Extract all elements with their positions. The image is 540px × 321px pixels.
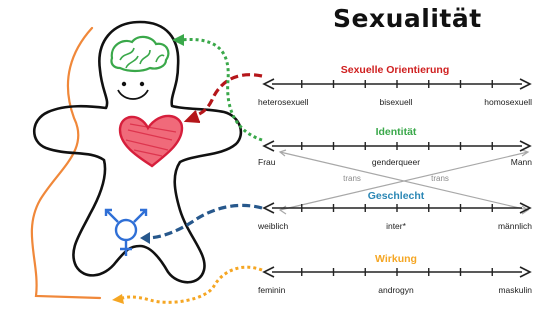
sex-connector	[146, 205, 262, 238]
scale-middle-label-expression: androgyn	[378, 285, 413, 295]
scale-left-label-expression: feminin	[258, 285, 285, 295]
heart-icon	[120, 116, 182, 166]
intersex-symbol-icon	[106, 210, 146, 256]
scale-axis-orientation	[264, 79, 530, 89]
scale-right-label-identity: Mann	[511, 157, 532, 167]
scale-right-label-expression: maskulin	[498, 285, 532, 295]
side-line	[32, 28, 100, 298]
identity-connector	[180, 39, 262, 140]
scale-title-sex: Geschlecht	[368, 190, 425, 202]
scale-title-expression: Wirkung	[375, 253, 417, 265]
scale-middle-label-orientation: bisexuell	[379, 97, 412, 107]
smiley-face-icon	[118, 82, 148, 99]
scale-left-label-sex: weiblich	[258, 221, 288, 231]
scale-title-identity: Identität	[376, 126, 417, 138]
scale-middle-label-sex: inter*	[386, 221, 406, 231]
scale-middle-label-identity: genderqueer	[372, 157, 420, 167]
scale-left-label-identity: Frau	[258, 157, 275, 167]
scale-title-orientation: Sexuelle Orientierung	[341, 64, 450, 76]
expression-connector	[118, 267, 262, 302]
page-title: Sexualität	[333, 4, 533, 33]
scale-right-label-orientation: homosexuell	[484, 97, 532, 107]
trans-label-right: trans	[431, 174, 449, 183]
scale-left-label-orientation: heterosexuell	[258, 97, 309, 107]
scale-axis-identity	[264, 141, 530, 151]
scale-axis-expression	[264, 267, 530, 277]
trans-label-left: trans	[343, 174, 361, 183]
scale-right-label-sex: männlich	[498, 221, 532, 231]
brain-icon	[111, 37, 168, 71]
scale-axes	[264, 79, 530, 277]
